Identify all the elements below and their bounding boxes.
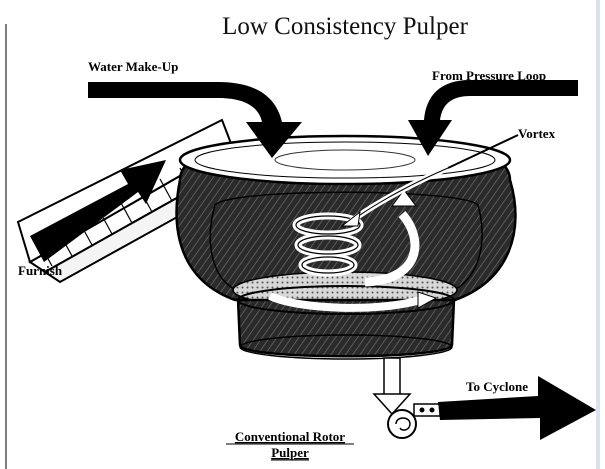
pressure-loop-arrow <box>408 80 578 156</box>
pulper-vessel <box>177 136 516 359</box>
water-make-up-label: Water Make-Up <box>88 59 178 74</box>
caption-line-1: Conventional Rotor <box>235 429 345 444</box>
vortex-label: Vortex <box>518 126 556 141</box>
outlet-pipe <box>374 358 410 414</box>
from-pressure-loop-label: From Pressure Loop <box>432 68 546 83</box>
caption-line-2: Pulper <box>271 445 309 460</box>
furnish-label: Furnish <box>18 263 63 278</box>
to-cyclone-label: To Cyclone <box>466 379 528 394</box>
diagram-title: Low Consistency Pulper <box>222 13 468 40</box>
